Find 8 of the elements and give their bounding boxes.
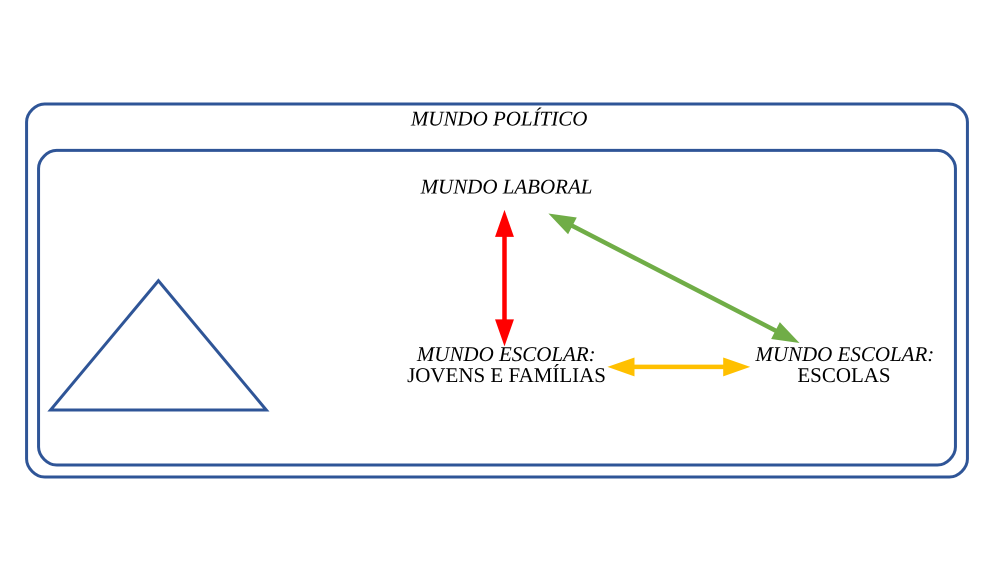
arrow <box>548 213 800 342</box>
node-text: MUNDO ESCOLAR: JOVENS E FAMÍLIAS <box>407 342 606 387</box>
node-text: MUNDO ESCOLAR: ESCOLAS <box>755 342 934 387</box>
arrow <box>495 209 514 346</box>
arrow <box>607 356 750 376</box>
node-text: MUNDO LABORAL <box>420 174 592 198</box>
node-triangle <box>47 278 270 411</box>
cluster <box>37 148 957 466</box>
